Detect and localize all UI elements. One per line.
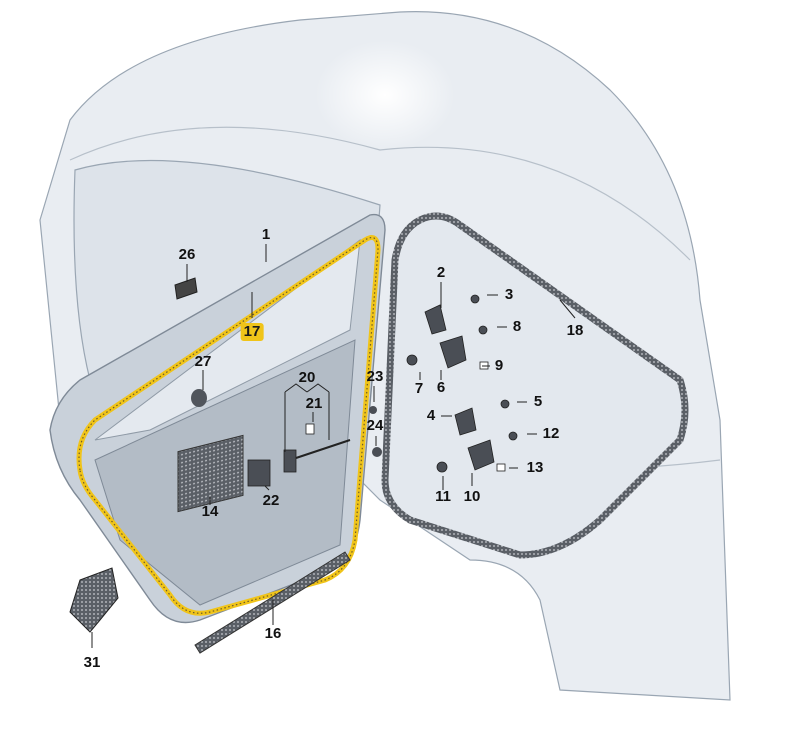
roof-line (69, 126, 691, 261)
callout-5: 5 (533, 393, 543, 410)
callout-31: 31 (83, 654, 101, 671)
callout-20: 20 (298, 369, 316, 386)
bracket-31 (69, 567, 119, 633)
door-seal-highlight (76, 235, 381, 616)
callout-14: 14 (201, 503, 219, 520)
callout-18: 18 (566, 322, 584, 339)
callout-23: 23 (366, 368, 384, 385)
callout-13: 13 (526, 459, 544, 476)
part-26-pad (174, 277, 198, 300)
callout-21: 21 (305, 395, 323, 412)
leader-lines (91, 244, 576, 648)
callout-11: 11 (435, 488, 451, 505)
callout-22: 22 (262, 492, 280, 509)
callout-1: 1 (261, 226, 271, 243)
part-27-plug (191, 389, 207, 407)
callout-27: 27 (194, 353, 212, 370)
door-check-strap (247, 423, 351, 487)
callout-26: 26 (178, 246, 196, 263)
bolt-23 (369, 406, 377, 414)
bolt-24 (372, 447, 382, 457)
callout-9: 9 (494, 357, 504, 374)
callout-2: 2 (436, 264, 446, 281)
callout-10: 10 (463, 488, 481, 505)
hinge-lower (436, 399, 518, 473)
roof-glare (315, 40, 455, 150)
callout-7: 7 (414, 380, 424, 397)
hinge-upper (406, 294, 489, 370)
callout-17-highlighted: 17 (240, 323, 264, 341)
callout-12: 12 (542, 425, 560, 442)
callout-6: 6 (436, 379, 446, 396)
callout-16: 16 (264, 625, 282, 642)
callout-24: 24 (366, 417, 384, 434)
callout-8: 8 (512, 318, 522, 335)
rear-door-seal (381, 212, 689, 559)
callout-4: 4 (426, 407, 436, 424)
callout-3: 3 (504, 286, 514, 303)
